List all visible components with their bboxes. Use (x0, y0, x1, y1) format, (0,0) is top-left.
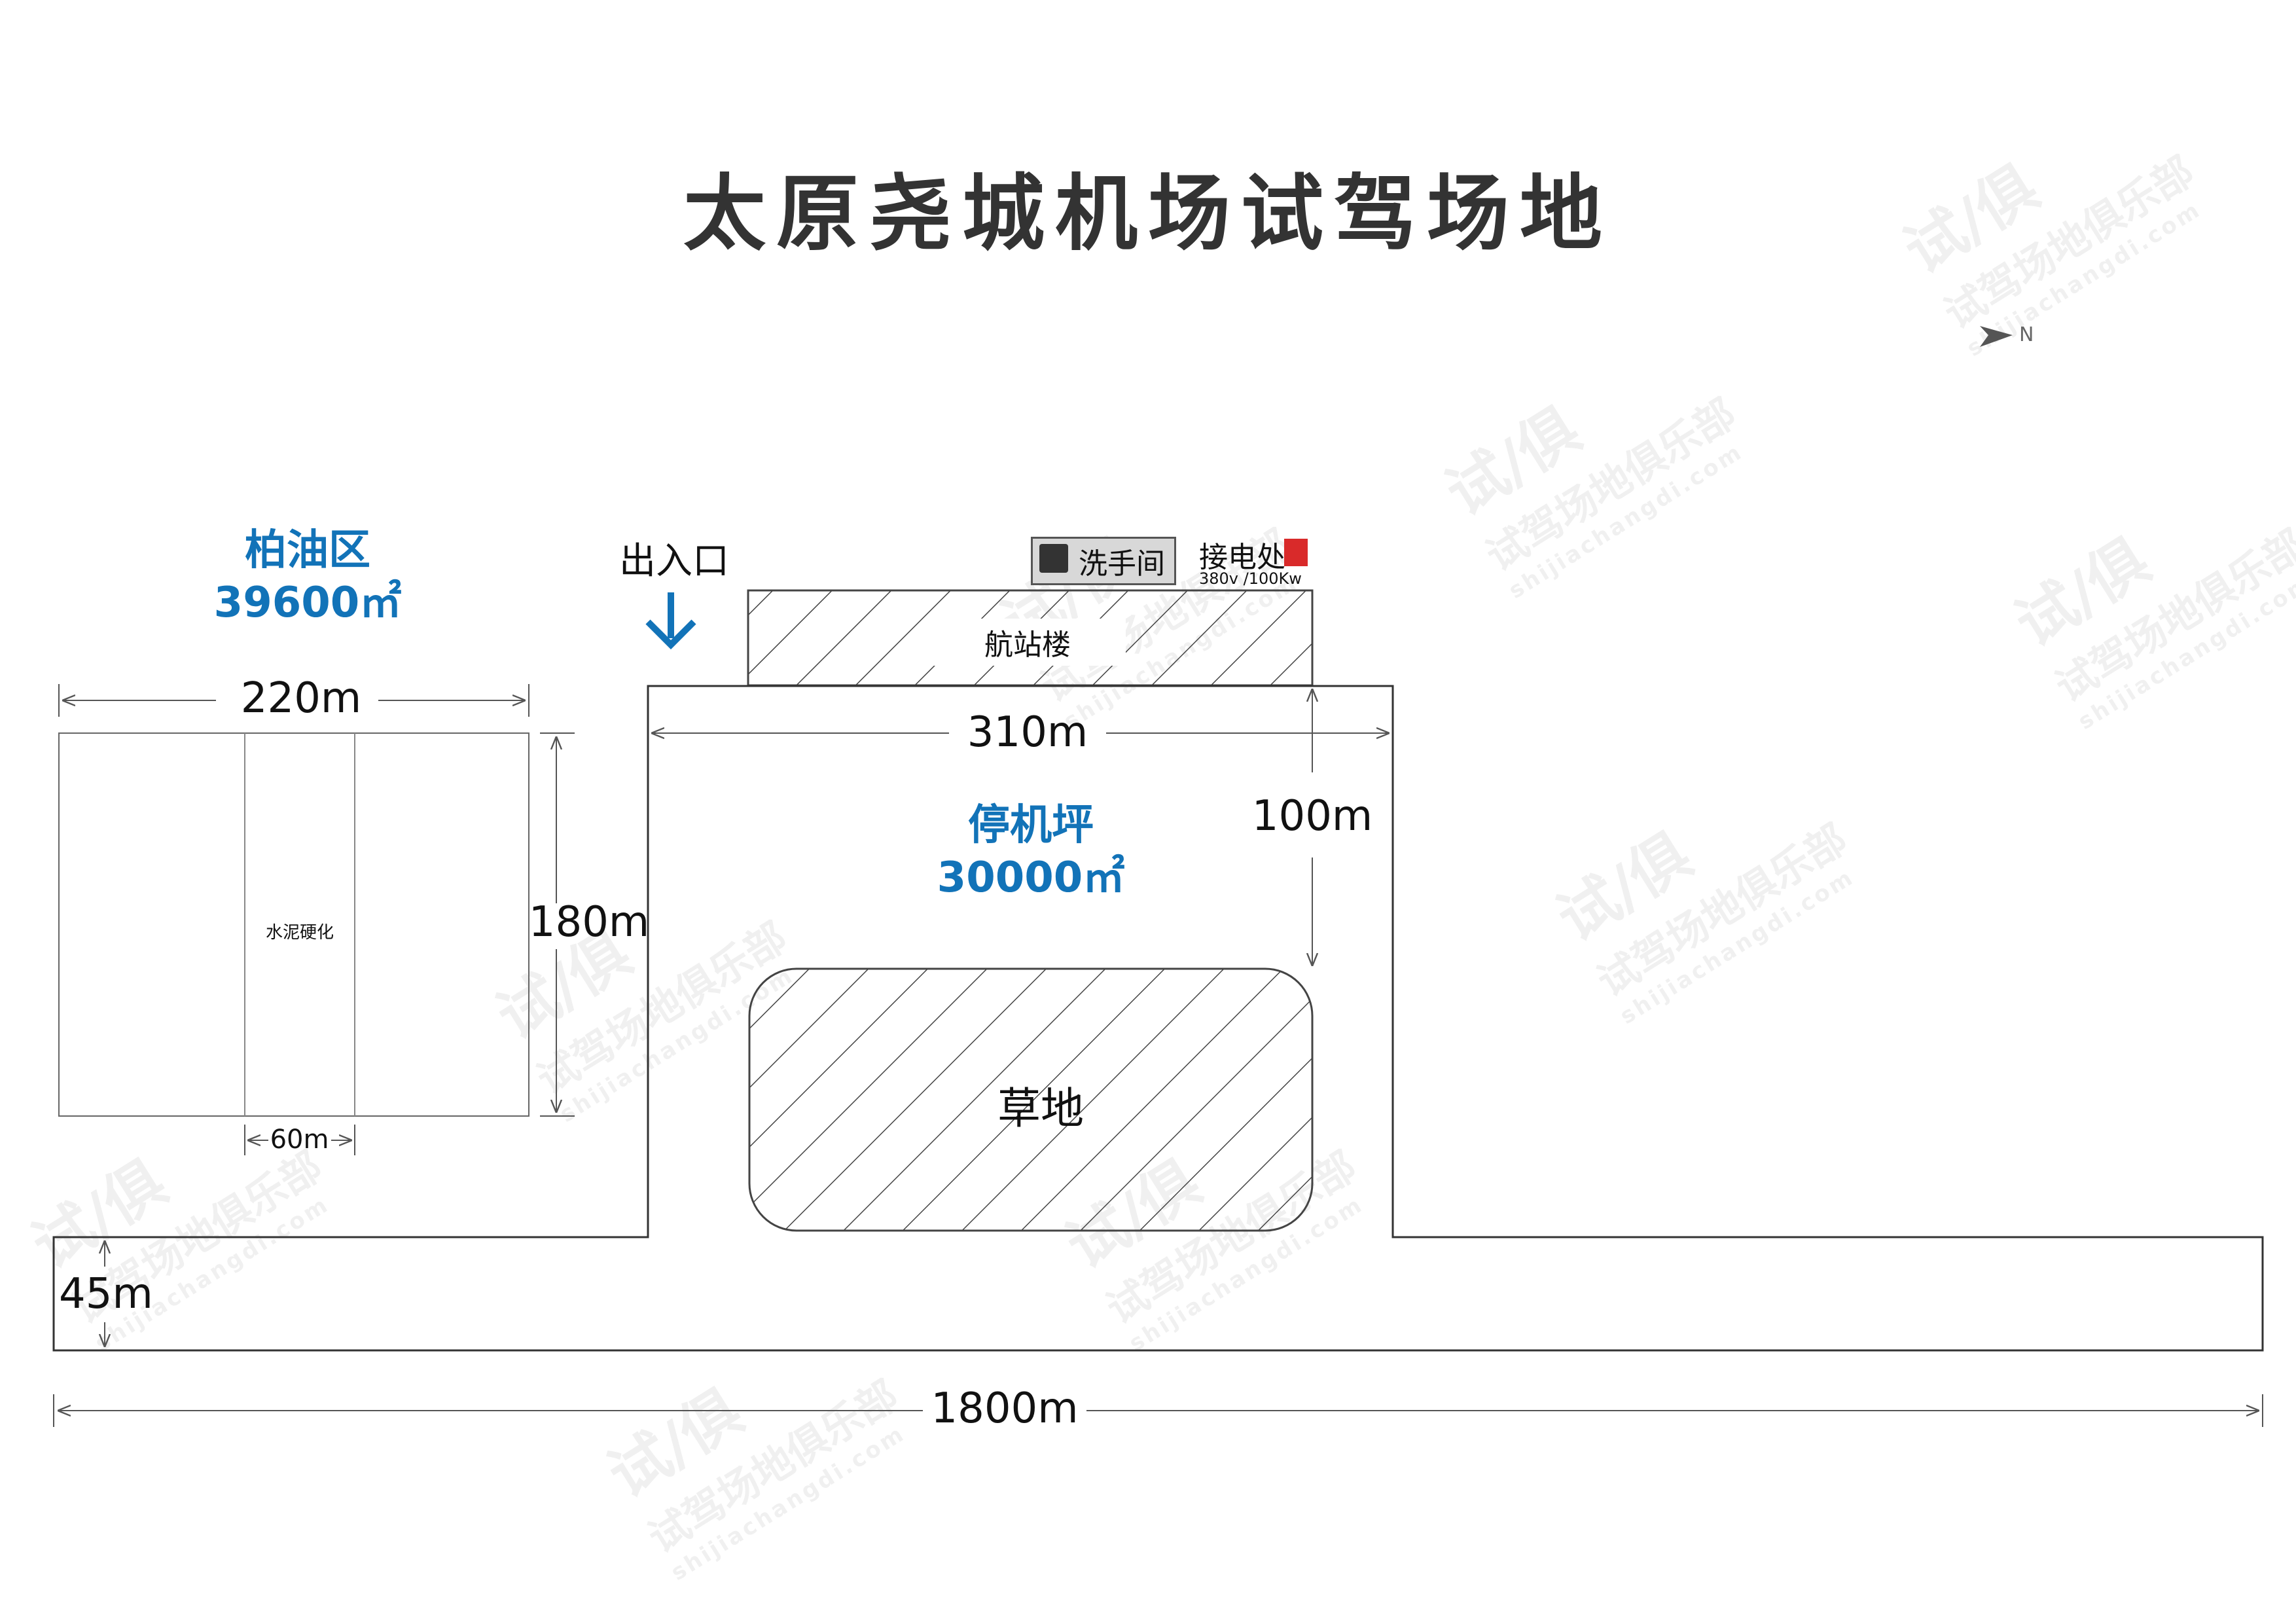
asphalt-length-label: 180m (528, 898, 650, 947)
restroom-label: 洗手间 (1079, 547, 1165, 581)
restroom-badge: 洗手间 (1031, 537, 1176, 585)
power-plug-icon (1284, 539, 1308, 566)
north-arrow-icon (1980, 326, 2013, 347)
asphalt-width-label: 220m (240, 674, 362, 723)
asphalt-zone-area: 39600㎡ (213, 579, 402, 627)
compass-label: N (2019, 323, 2034, 346)
runway-length-label: 1800m (931, 1384, 1079, 1433)
asphalt-surface-label: 水泥硬化 (265, 923, 334, 943)
power-spec: 380v /100Kw (1199, 569, 1302, 588)
apron-area: 30000㎡ (937, 854, 1125, 902)
restroom-icon (1039, 544, 1068, 573)
grass-island (748, 967, 1314, 1232)
terminal-label: 航站楼 (929, 619, 1126, 666)
runway-width-label: 45m (59, 1270, 153, 1318)
grass-label: 草地 (997, 1083, 1084, 1134)
apron-width-label: 310m (967, 708, 1088, 757)
entrance-label: 出入口 (619, 540, 729, 583)
apron-runway-outline (52, 685, 2264, 1352)
asphalt-zone-name: 柏油区 (245, 526, 370, 575)
down-arrow-icon (645, 592, 696, 650)
asphalt-zone (58, 732, 529, 1117)
power-label: 接电处 (1199, 541, 1285, 574)
lane-width-label: 60m (270, 1125, 329, 1155)
apron-name: 停机坪 (968, 801, 1094, 850)
page-title: 太原尧城机场试驾场地 (683, 166, 1613, 262)
apron-depth-label: 100m (1251, 792, 1373, 840)
